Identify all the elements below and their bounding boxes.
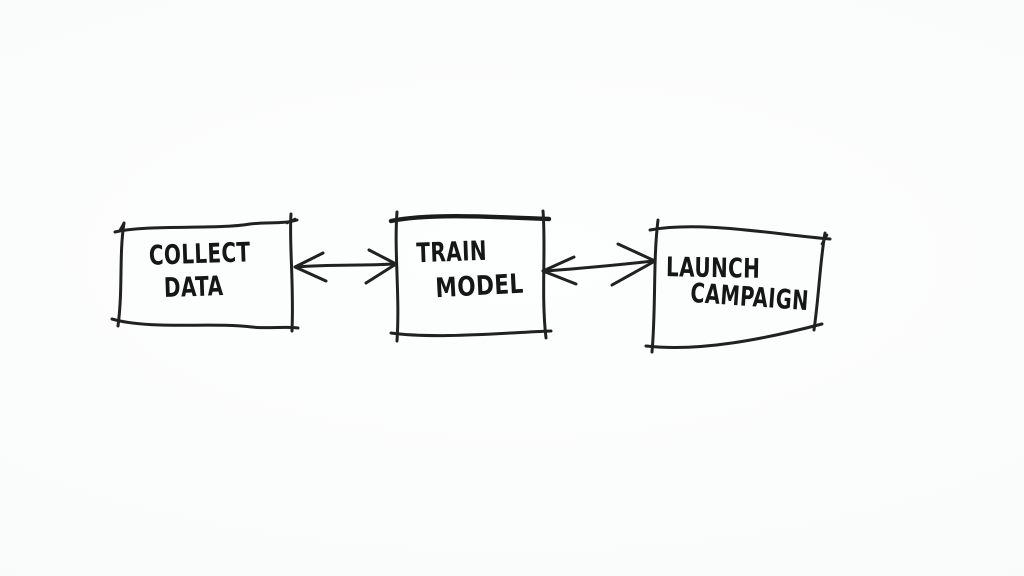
- node-label-line: COLLECT: [148, 236, 251, 271]
- node-train-model: TRAIN MODEL: [388, 209, 553, 343]
- node-border-top: [648, 225, 832, 241]
- connector-collect-train: [293, 248, 398, 285]
- arrowhead-left: [293, 251, 328, 283]
- node-border-left: [650, 218, 660, 354]
- node-label-line: LAUNCH: [666, 251, 761, 284]
- node-border-bottom: [110, 317, 300, 330]
- node-border-left: [394, 210, 400, 343]
- arrowhead-right: [364, 248, 398, 285]
- arrow-shaft: [544, 259, 655, 273]
- node-border-left: [116, 221, 126, 328]
- corner-tick: [820, 233, 829, 246]
- node-label-line: CAMPAIGN: [689, 277, 809, 317]
- node-border-right: [541, 209, 548, 340]
- node-border-bottom: [644, 322, 824, 349]
- node-collect-data: COLLECT DATA: [110, 212, 300, 333]
- node-label-line: DATA: [163, 270, 224, 304]
- arrow-shaft: [295, 262, 395, 269]
- node-launch-campaign: LAUNCH CAMPAIGN: [644, 218, 832, 354]
- node-border-right: [289, 212, 294, 333]
- node-border-top: [113, 218, 299, 234]
- node-border-right: [812, 231, 827, 332]
- connector-train-launch: [541, 242, 657, 287]
- node-border-bottom: [389, 329, 553, 338]
- corner-tick: [118, 221, 126, 232]
- arrowhead-left: [541, 255, 578, 286]
- node-label-line: TRAIN: [416, 235, 488, 269]
- corner-tick: [285, 217, 297, 225]
- node-label-line: MODEL: [435, 267, 525, 304]
- node-border-top: [388, 214, 552, 224]
